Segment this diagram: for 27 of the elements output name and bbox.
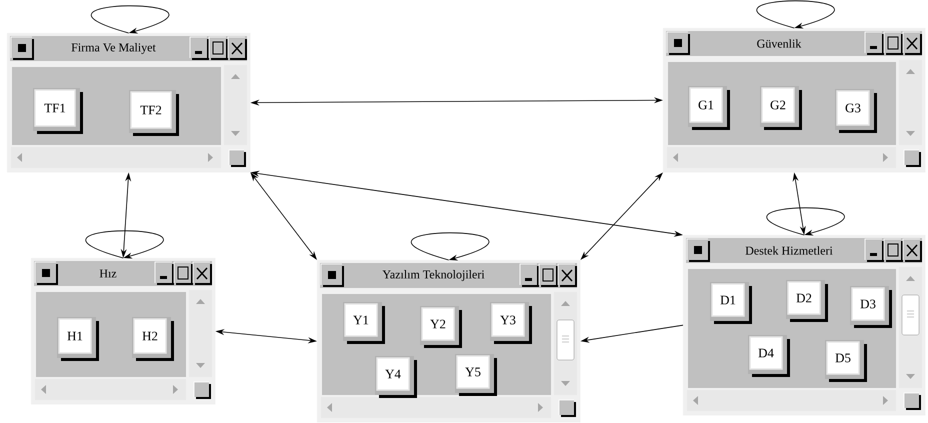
push-button: D2 bbox=[786, 280, 828, 322]
self-loop-arrow bbox=[767, 207, 844, 236]
push-button: D5 bbox=[825, 340, 868, 382]
self-loop-arrow bbox=[86, 230, 163, 258]
push-button: D3 bbox=[850, 286, 892, 328]
window-title: Yazılım Teknolojileri bbox=[382, 270, 484, 281]
push-button: D1 bbox=[710, 282, 752, 324]
window-title: Güvenlik bbox=[757, 39, 802, 48]
self-loop-arrow bbox=[92, 5, 168, 34]
push-button: TF1 bbox=[33, 88, 83, 134]
push-button: Y5 bbox=[455, 354, 497, 396]
self-loop-arrow bbox=[412, 232, 488, 260]
window-title: Firma Ve Maliyet bbox=[72, 43, 156, 54]
push-button: Y3 bbox=[490, 302, 532, 344]
push-button: G1 bbox=[688, 86, 730, 130]
push-button: G2 bbox=[760, 86, 802, 130]
push-button: Y1 bbox=[343, 302, 385, 344]
push-button: Y4 bbox=[375, 356, 417, 398]
window-title: Destek Hizmetleri bbox=[746, 246, 833, 255]
window-title: Hız bbox=[100, 270, 116, 278]
push-button: H1 bbox=[57, 317, 99, 361]
push-button: G3 bbox=[835, 89, 877, 133]
push-button: D4 bbox=[748, 335, 790, 377]
self-loop-arrow bbox=[757, 0, 834, 28]
push-button: H2 bbox=[132, 317, 174, 361]
push-button: TF2 bbox=[129, 90, 179, 136]
push-button: Y2 bbox=[420, 306, 462, 348]
